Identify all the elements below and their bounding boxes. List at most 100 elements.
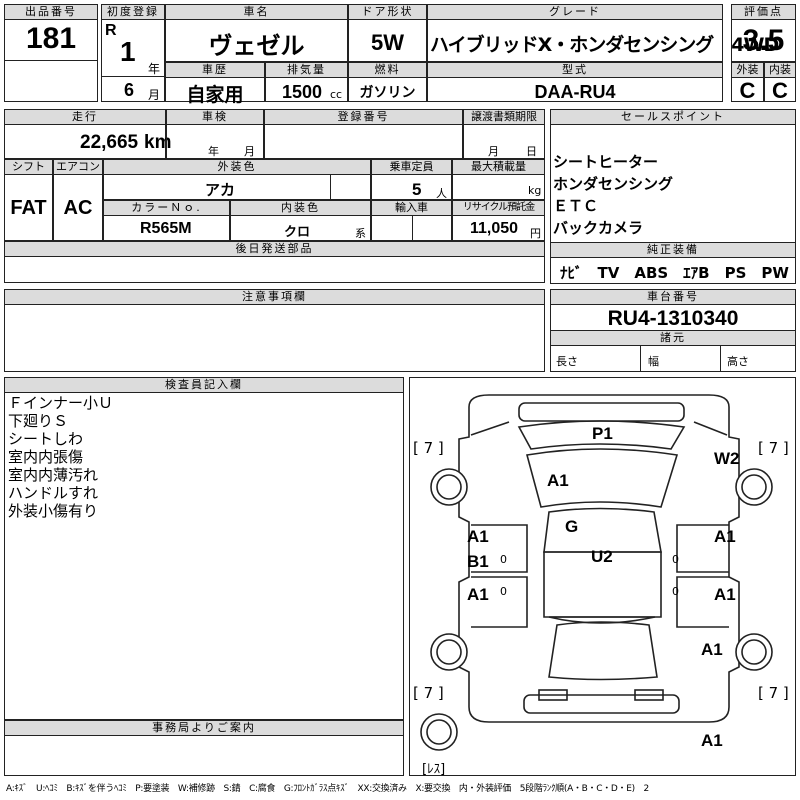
legend-footer: A:ｷｽﾞ U:ﾍｺﾐ B:ｷｽﾞを伴うﾍｺﾐ P:要塗装 W:補修跡 S:錆 … xyxy=(6,784,649,794)
damage-mark: A1 xyxy=(714,585,736,604)
color-label: 外装色 xyxy=(103,159,371,175)
damage-mark: B1 xyxy=(467,552,489,571)
interior-color: クロ xyxy=(284,225,311,240)
import-label: 輸入車 xyxy=(371,200,452,216)
inspector-note: シートしわ xyxy=(8,430,84,448)
exterior-grade: C xyxy=(739,78,756,103)
score: 3.5 xyxy=(742,24,785,57)
first-reg-month: 6 xyxy=(124,80,135,100)
mileage-label: 走行 xyxy=(4,109,166,125)
body-color: アカ xyxy=(204,181,235,199)
zero-mark: 0 xyxy=(500,553,507,566)
equipment-label: 純正装備 xyxy=(550,242,796,258)
inspection-month-unit: 月 xyxy=(244,145,255,158)
capacity-unit: 人 xyxy=(436,187,447,200)
damage-mark: A1 xyxy=(547,471,569,490)
damage-diagram-box xyxy=(409,377,796,776)
fuel-label: 燃料 xyxy=(348,62,427,78)
door-type: 5W xyxy=(371,30,404,55)
first-reg-label: 初度登録 xyxy=(101,4,165,20)
score-label: 評価点 xyxy=(731,4,796,20)
inspector-note: 外装小傷有り xyxy=(8,502,99,520)
damage-mark: U2 xyxy=(591,547,613,566)
displacement-unit: cc xyxy=(330,88,343,101)
displacement: 1500 xyxy=(282,82,323,102)
notice-label: 注意事項欄 xyxy=(4,289,545,305)
specs-label: 諸元 xyxy=(550,330,796,346)
int-color-label: 内装色 xyxy=(230,200,371,216)
sales-item: シートヒーター xyxy=(553,153,659,171)
model-label: 型式 xyxy=(427,62,723,78)
damage-mark: A1 xyxy=(701,731,723,750)
zero-mark: 0 xyxy=(672,585,679,598)
interior-grade: C xyxy=(772,78,788,103)
damage-mark: A1 xyxy=(467,527,489,546)
shift-label: シフト xyxy=(4,159,53,175)
transfer-day-unit: 日 xyxy=(526,145,537,158)
inspector-note: 室内内張傷 xyxy=(8,448,84,466)
damage-mark: A1 xyxy=(467,585,489,604)
height-label: 高さ xyxy=(727,355,749,368)
damage-mark: A1 xyxy=(714,527,736,546)
inspector-note: 室内内薄汚れ xyxy=(8,466,99,484)
damage-mark: G xyxy=(565,517,579,536)
transfer-label: 譲渡書類期限 xyxy=(463,109,545,125)
tire-tread-rl: [ 7 ] xyxy=(413,684,444,702)
chassis-label: 車台番号 xyxy=(550,289,796,305)
damage-mark: P1 xyxy=(592,424,613,443)
year-unit: 年 xyxy=(148,62,161,76)
later-parts-label: 後日発送部品 xyxy=(4,241,545,257)
office-label: 事務局よりご案内 xyxy=(4,720,404,736)
grade-label: グレード xyxy=(427,4,723,20)
sales-item: バックカメラ xyxy=(553,219,644,237)
capacity-label: 乗車定員 xyxy=(371,159,452,175)
model-code: DAA-RU4 xyxy=(534,82,616,102)
displacement-label: 排気量 xyxy=(265,62,348,78)
era-mark: R xyxy=(105,22,117,39)
door-label: ドア形状 xyxy=(348,4,427,20)
sales-label: セールスポイント xyxy=(550,109,796,125)
width-label: 幅 xyxy=(648,355,659,368)
zero-mark: 0 xyxy=(500,585,507,598)
fuel: ガソリン xyxy=(359,85,416,101)
history-label: 車歴 xyxy=(165,62,265,78)
color-no-label: カラーＮｏ. xyxy=(103,200,230,216)
reg-no-label: 登録番号 xyxy=(264,109,463,125)
shift: FAT xyxy=(10,197,47,219)
transfer-month-unit: 月 xyxy=(488,145,499,158)
equipment: ﾅﾋﾞ TV ABS ｴｱB PS PW xyxy=(560,264,789,282)
inspector-note: 下廻りＳ xyxy=(8,412,69,430)
inspector-label: 検査員記入欄 xyxy=(4,377,404,393)
inspector-note: Ｆインナー小Ｕ xyxy=(8,394,114,412)
sales-item: ホンダセンシング xyxy=(553,175,674,193)
recycle-label: リサイクル預託金 xyxy=(452,200,545,216)
ac-label: エアコン xyxy=(53,159,103,175)
zero-mark: 0 xyxy=(672,553,679,566)
load-unit: kg xyxy=(528,184,542,197)
first-reg-year: 1 xyxy=(120,36,136,67)
car-diagram xyxy=(420,394,773,751)
tire-tread-fl: [ 7 ] xyxy=(413,439,444,457)
inspector-note: ハンドルすれ xyxy=(8,484,99,502)
recycle-unit: 円 xyxy=(530,227,541,240)
mileage-unit: km xyxy=(144,132,172,153)
lot-label: 出品番号 xyxy=(4,4,98,20)
damage-mark: W2 xyxy=(714,449,740,468)
grade: ハイブリッドX・ホンダセンシング 4WD xyxy=(430,34,779,56)
exterior-label: 外装 xyxy=(731,62,764,78)
inspection-label: 車検 xyxy=(166,109,264,125)
car-name-label: 車名 xyxy=(165,4,348,20)
int-color-unit: 系 xyxy=(355,227,366,240)
interior-label: 内装 xyxy=(764,62,796,78)
load-label: 最大積載量 xyxy=(452,159,545,175)
sales-item: ＥＴＣ xyxy=(553,197,599,215)
length-label: 長さ xyxy=(556,355,578,368)
tire-tread-rr: [ 7 ] xyxy=(758,684,789,702)
capacity: 5 xyxy=(412,180,422,199)
damage-mark: A1 xyxy=(701,640,723,659)
spare-tire-label: [ﾚｽ] xyxy=(422,762,446,777)
lot-number: 181 xyxy=(25,22,77,55)
car-name: ヴェゼル xyxy=(208,32,305,60)
air-conditioner: AC xyxy=(63,197,93,219)
chassis-number: RU4-1310340 xyxy=(607,307,739,330)
